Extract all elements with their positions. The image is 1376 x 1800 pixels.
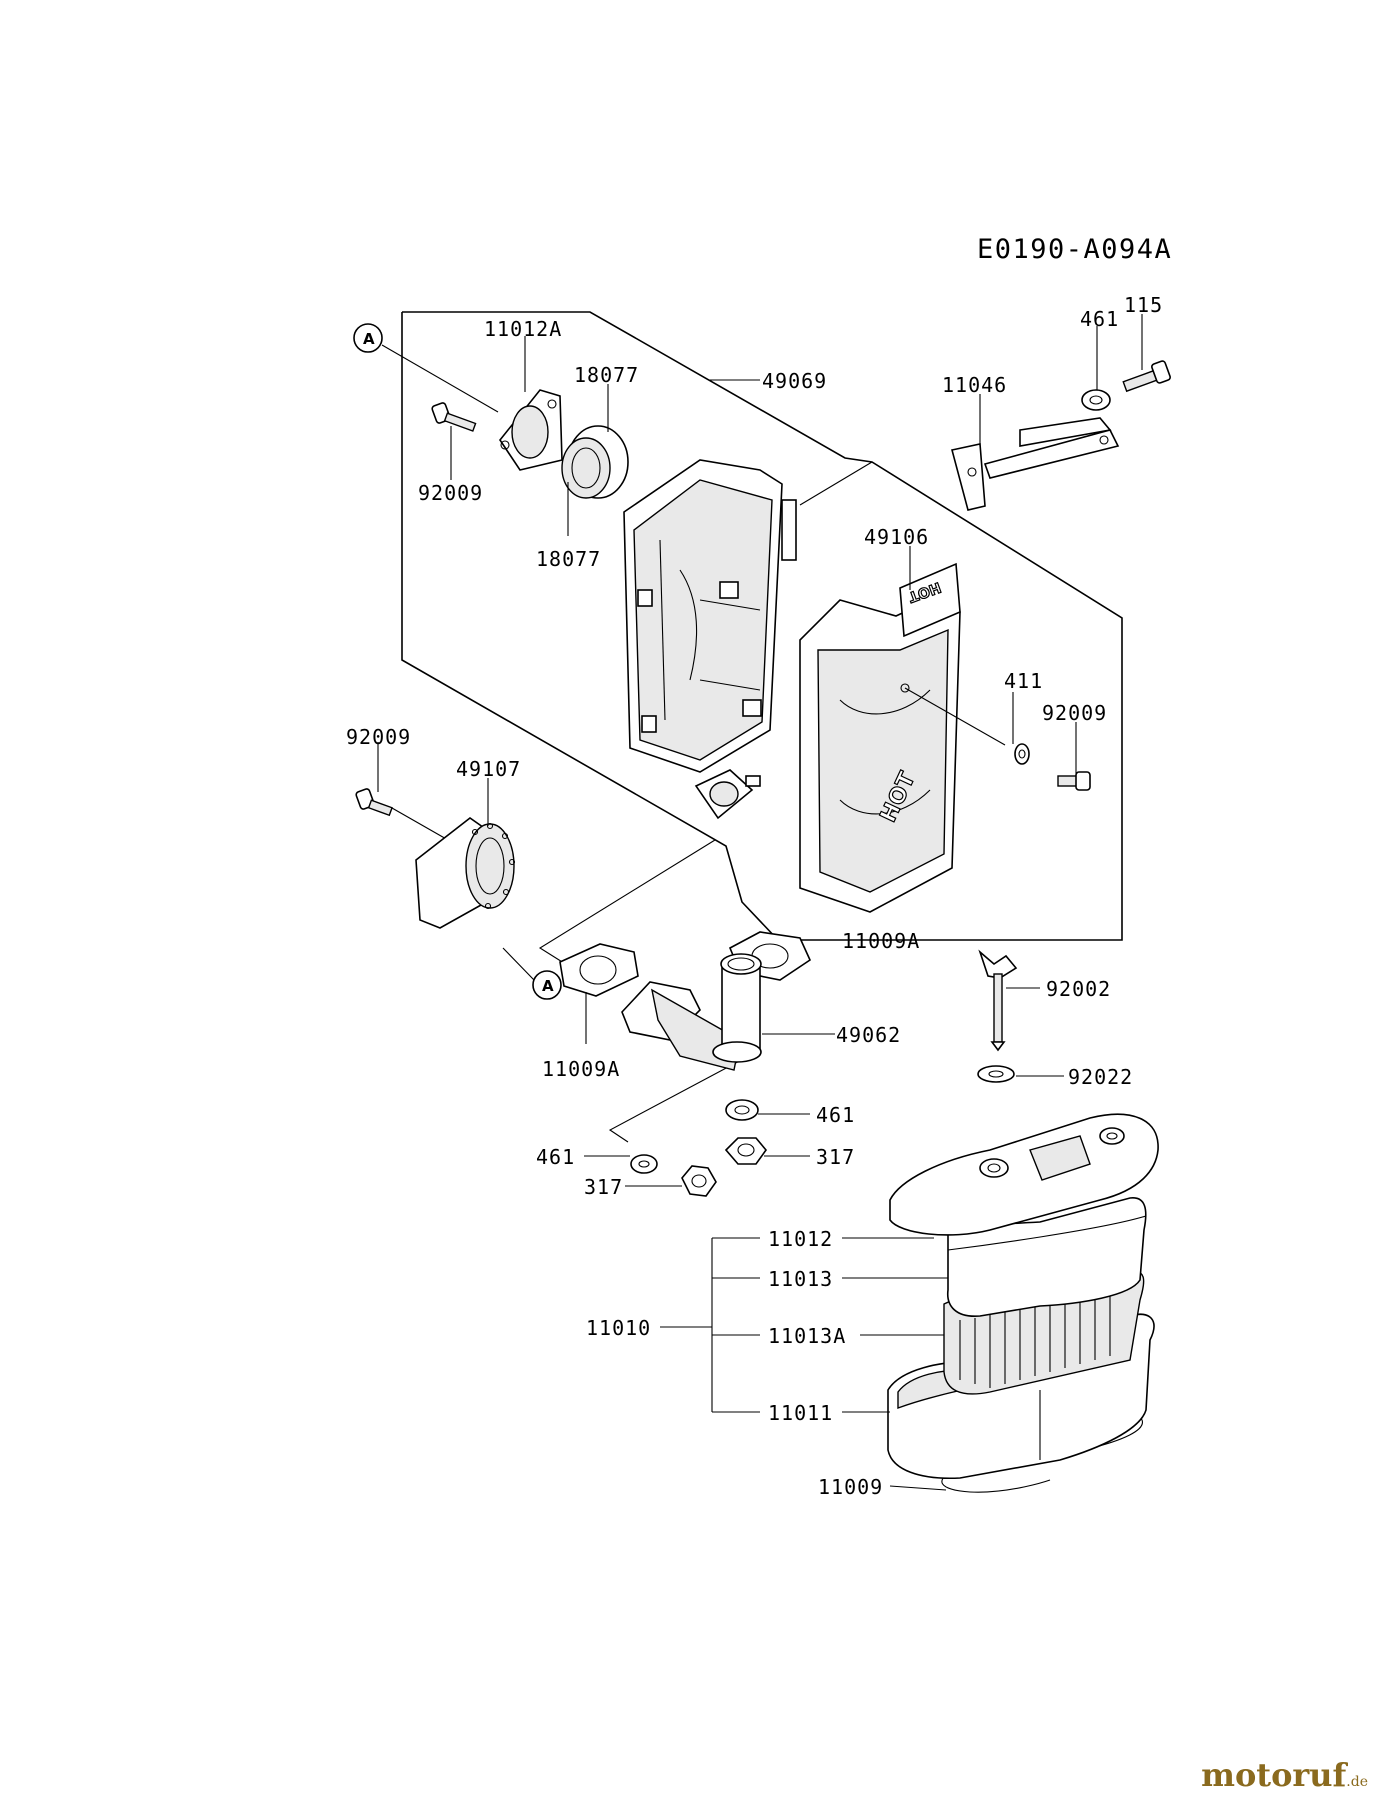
- lock-washer-461-middle: [725, 1099, 759, 1121]
- label-11009A-upper: 11009A: [842, 929, 920, 953]
- label-11009: 11009: [818, 1475, 883, 1499]
- bolt-92009-top: [431, 402, 477, 432]
- bolt-92009-left: [355, 788, 393, 817]
- bracket-11046: [951, 417, 1120, 511]
- nut-317-lower: [681, 1165, 717, 1197]
- label-49062: 49062: [836, 1023, 901, 1047]
- watermark-domain: .de: [1346, 1774, 1368, 1790]
- diagram-code: E0190-A094A: [977, 234, 1172, 265]
- cover-group-outline: [799, 461, 873, 506]
- nut-group-outline: [608, 1057, 746, 1143]
- grommet-18077: [561, 425, 629, 499]
- label-317-lower: 317: [584, 1175, 623, 1199]
- muffler-group-outline: [401, 311, 1123, 941]
- svg-text:A: A: [542, 977, 554, 995]
- bolt-115: [1122, 360, 1171, 393]
- heat-shield-49106: HOT HOT: [799, 562, 961, 913]
- label-92009-right: 92009: [1042, 701, 1107, 725]
- label-411: 411: [1004, 669, 1043, 693]
- label-18077-bottom: 18077: [536, 547, 601, 571]
- label-461-top: 461: [1080, 307, 1119, 331]
- label-11012A: 11012A: [484, 317, 562, 341]
- wing-bolt-92002: [978, 949, 1018, 1052]
- label-92009-left: 92009: [346, 725, 411, 749]
- watermark-logo: motoruf.de: [1201, 1756, 1368, 1794]
- label-115: 115: [1124, 293, 1163, 317]
- exhaust-pipe-49062: [621, 953, 762, 1071]
- lock-washer-461-top: [1081, 389, 1111, 411]
- lock-washer-461-lower: [630, 1154, 658, 1174]
- label-49106: 49106: [864, 525, 929, 549]
- label-11013: 11013: [768, 1267, 833, 1291]
- label-317-middle: 317: [816, 1145, 855, 1169]
- label-11010: 11010: [586, 1316, 651, 1340]
- label-11046: 11046: [942, 373, 1007, 397]
- ref-marker-a-top: A: [353, 323, 383, 353]
- arrester-cover-49107: [415, 817, 516, 929]
- nut-317-middle: [724, 1137, 768, 1165]
- muffler-49069: [623, 459, 797, 820]
- label-18077-top: 18077: [574, 363, 639, 387]
- gasket-11012A: [499, 389, 563, 471]
- air-cleaner-cover-11012: [889, 1113, 1159, 1236]
- bolt-92009-right: [1057, 771, 1091, 791]
- label-49107: 49107: [456, 757, 521, 781]
- label-92002: 92002: [1046, 977, 1111, 1001]
- gasket-11009A-lower: [559, 943, 639, 997]
- label-461-lower: 461: [536, 1145, 575, 1169]
- label-92022: 92022: [1068, 1065, 1133, 1089]
- washer-411: [1014, 743, 1030, 765]
- label-92009-top: 92009: [418, 481, 483, 505]
- label-461-middle: 461: [816, 1103, 855, 1127]
- washer-92022: [977, 1065, 1015, 1083]
- label-11012: 11012: [768, 1227, 833, 1251]
- ref-marker-a-bottom: A: [532, 970, 562, 1000]
- watermark-brand: motoruf: [1201, 1756, 1347, 1794]
- label-11011: 11011: [768, 1401, 833, 1425]
- label-49069: 49069: [762, 369, 827, 393]
- label-11013A: 11013A: [768, 1324, 846, 1348]
- label-11009A-lower: 11009A: [542, 1057, 620, 1081]
- svg-text:A: A: [363, 330, 375, 348]
